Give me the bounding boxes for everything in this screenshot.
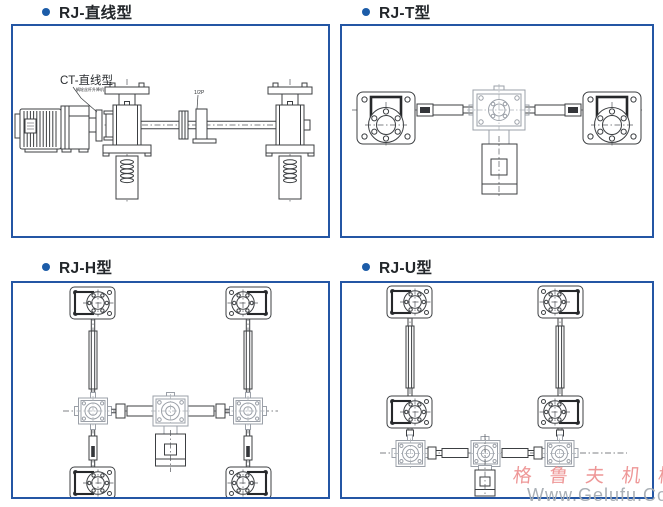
bullet-icon [42,8,50,16]
bullet-icon [362,8,370,16]
screw-jack-top-right [536,284,585,320]
gear-reducer [60,105,97,153]
right-column-mirror [536,284,585,437]
screw-jack-top-left [68,285,117,321]
bullet-icon [362,263,370,271]
bevel-gearbox-right [541,434,579,469]
right-side-mirror [524,90,643,150]
annotation-type-label: CT-直线型 蜗轮丝杆升降机 [60,73,113,113]
vertical-shaft-right [555,318,565,437]
screw-jack-left [102,78,152,204]
screw-jack-bottom-left [68,465,117,497]
title-text: RJ-U型 [379,260,433,277]
rj-u-diagram [380,284,627,497]
rj-linear-diagram: CT-直线型 蜗轮丝杆升降机 1/2P [14,73,315,204]
annotation-dim-label: 1/2P [194,90,205,110]
screw-jack-right [581,90,643,150]
electric-motor [155,425,186,472]
screw-jack-mid-left [385,394,434,430]
panel-rj-u-drawing [340,281,654,499]
panel-rj-h-drawing [11,281,330,499]
electric-motor [481,129,518,198]
screw-jack-top-right [224,285,273,321]
panel-title-rj-t: RJ-T型 [362,3,431,22]
horizontal-shaft-right [187,403,230,419]
rj-h-diagram [63,285,278,497]
title-text: RJ-H型 [59,260,113,277]
drive-coupling [95,109,116,142]
electric-motor [14,108,62,153]
title-text: RJ-直线型 [59,5,133,22]
panel-title-rj-u: RJ-U型 [362,258,433,277]
bevel-gearbox-right [229,392,267,430]
svg-text:CT-直线型: CT-直线型 [60,73,113,87]
horizontal-shaft-right [501,446,543,460]
shaft-coupling [178,108,217,144]
bevel-gearbox-center [466,83,532,135]
panel-rj-t-drawing [340,24,654,238]
shaft-end [303,119,311,131]
horizontal-shaft-left [111,403,154,419]
vertical-shaft-right [243,319,253,467]
horizontal-shaft-left [427,446,469,460]
bevel-gearbox-center [468,436,503,469]
svg-text:1/2P: 1/2P [194,90,205,96]
screw-jack-bottom-right [224,465,273,497]
panel-title-rj-h: RJ-H型 [42,258,113,277]
screw-jack-top-left [385,284,434,320]
shaft-coupling-left [416,103,474,117]
vertical-shaft-left [88,319,98,467]
bullet-icon [42,263,50,271]
title-text: RJ-T型 [379,5,431,22]
electric-motor [474,434,496,497]
rj-t-diagram [352,83,643,198]
panel-rj-linear-drawing: CT-直线型 蜗轮丝杆升降机 1/2P [11,24,330,238]
screw-jack-mid-right [536,394,585,430]
screw-jack-left [355,90,417,150]
svg-text:蜗轮丝杆升降机: 蜗轮丝杆升降机 [76,86,104,92]
bevel-gearbox-left [391,434,429,469]
bevel-gearbox-left [74,392,112,430]
shaft-coupling-right [524,103,582,117]
screw-jack-right [265,78,315,204]
panel-title-rj-linear: RJ-直线型 [42,3,133,22]
bevel-gearbox-center [150,392,191,429]
